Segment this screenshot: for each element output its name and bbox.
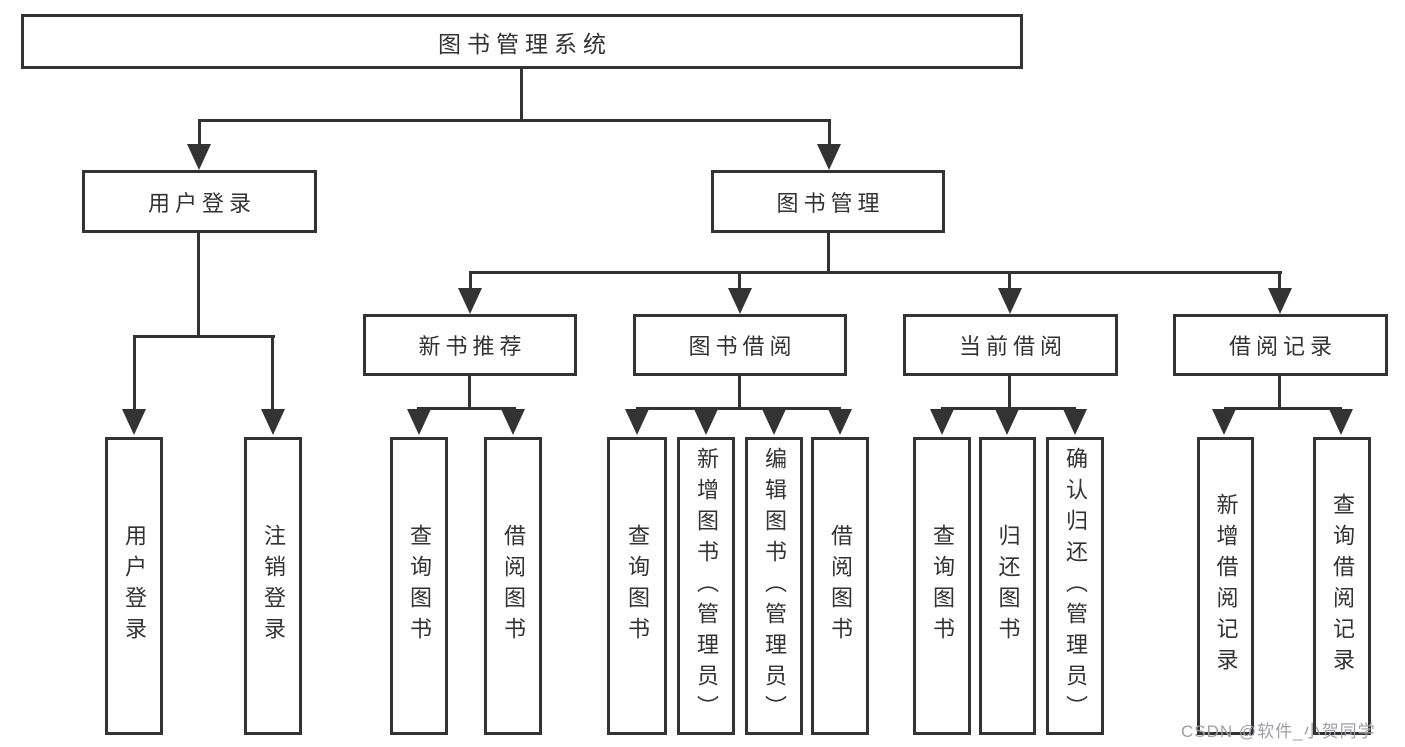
leaf-confirm-return-admin: 确认归还（管理员） [1046, 437, 1104, 735]
arrow-down [762, 409, 786, 435]
connector-book-management-trunk [827, 233, 830, 273]
arrow-down [122, 409, 146, 435]
connector-current-borrow-rail [941, 407, 1076, 410]
node-borrow-records: 借阅记录 [1173, 314, 1388, 376]
connector-stem-new-book [469, 271, 472, 291]
arrow-down [187, 144, 211, 170]
connector-level3-rail [469, 271, 1282, 274]
arrow-down [694, 409, 718, 435]
connector-borrow-records-trunk [1278, 376, 1281, 409]
connector-current-borrow-trunk [1008, 376, 1011, 409]
arrow-down [1268, 288, 1292, 314]
leaf-add-book-admin: 新增图书（管理员） [677, 437, 735, 735]
leaf-borrow-books: 借阅图书 [811, 437, 869, 735]
connector-book-borrow-rail [636, 407, 841, 410]
leaf-logout: 注销登录 [244, 437, 302, 735]
leaf-query-books-current: 查询图书 [913, 437, 971, 735]
leaf-return-book: 归还图书 [979, 437, 1036, 735]
arrow-down [261, 409, 285, 435]
leaf-edit-book-admin: 编辑图书（管理员） [745, 437, 803, 735]
arrow-down [1063, 409, 1087, 435]
connector-stem-current-borrow [1008, 271, 1011, 291]
connector-new-book-trunk [468, 376, 471, 409]
arrow-down [995, 409, 1019, 435]
arrow-down [817, 144, 841, 170]
arrow-down [828, 409, 852, 435]
node-library-management-system: 图书管理系统 [21, 14, 1023, 69]
connector-stem-book-management [828, 119, 831, 147]
connector-user-login-rail [133, 335, 275, 338]
connector-user-login-trunk [197, 233, 200, 337]
arrow-down [458, 288, 482, 314]
node-book-borrow: 图书借阅 [633, 314, 847, 376]
connector-level2-rail [198, 119, 831, 122]
connector-new-book-rail [417, 407, 516, 410]
arrow-down [407, 409, 431, 435]
connector-root-trunk [520, 67, 523, 121]
watermark: CSDN @软件_小贺同学 [1181, 722, 1376, 741]
connector-borrow-records-rail [1224, 407, 1342, 410]
arrow-down [1329, 409, 1353, 435]
connector-stem-book-borrow [738, 271, 741, 291]
leaf-add-borrow-record: 新增借阅记录 [1197, 437, 1254, 735]
connector-book-borrow-trunk [738, 376, 741, 409]
node-user-login: 用户登录 [82, 170, 317, 233]
arrow-down [625, 409, 649, 435]
node-book-management: 图书管理 [711, 170, 945, 233]
leaf-query-books-recommend: 查询图书 [390, 437, 448, 735]
arrow-down [1212, 409, 1236, 435]
node-current-borrow: 当前借阅 [903, 314, 1118, 376]
arrow-down [501, 409, 525, 435]
connector-stem-leaf-logout [271, 335, 274, 410]
node-new-book-recommend: 新书推荐 [363, 314, 577, 376]
connector-stem-leaf-user-login [133, 335, 136, 410]
leaf-query-books-borrow: 查询图书 [607, 437, 667, 735]
leaf-borrow-books-recommend: 借阅图书 [484, 437, 542, 735]
leaf-query-borrow-record: 查询借阅记录 [1313, 437, 1371, 735]
arrow-down [728, 288, 752, 314]
connector-stem-user-login [198, 119, 201, 147]
arrow-down [998, 288, 1022, 314]
leaf-user-login: 用户登录 [105, 437, 163, 735]
arrow-down [930, 409, 954, 435]
connector-stem-borrow-records [1278, 271, 1281, 291]
